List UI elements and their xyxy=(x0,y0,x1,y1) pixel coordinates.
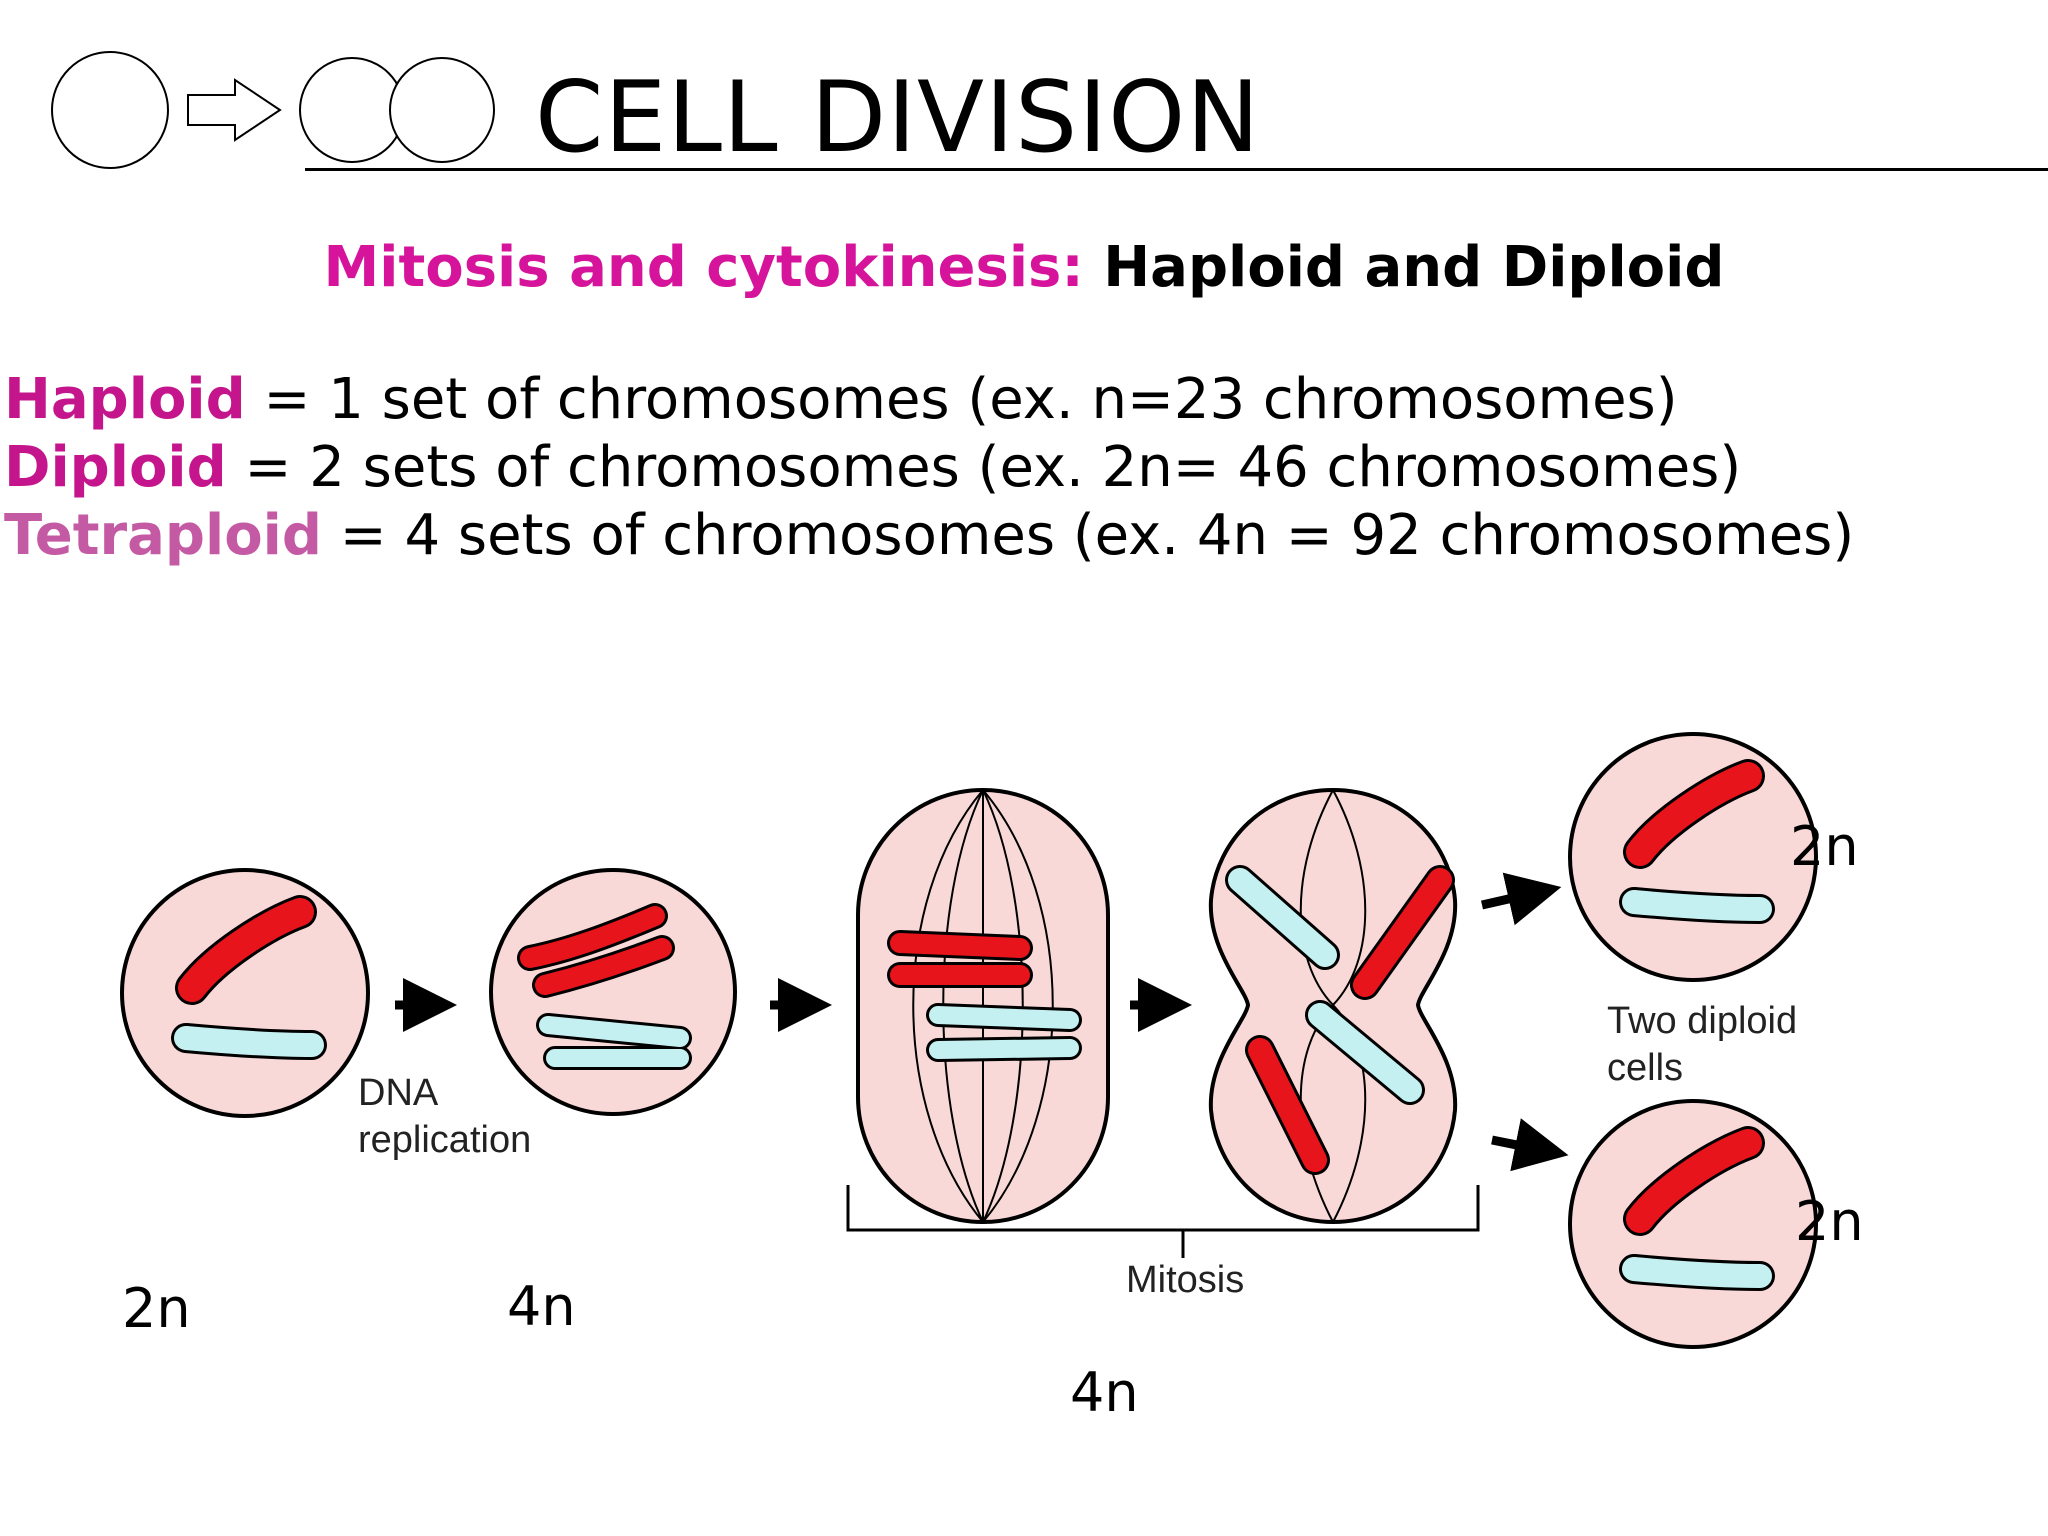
cyan-chromosome-upper xyxy=(1228,868,1337,967)
cyan-chromosome xyxy=(1622,1257,1772,1288)
red-sister-chromatids xyxy=(520,906,665,968)
title-underline xyxy=(305,168,2048,171)
definition-haploid: Haploid = 1 set of chromosomes (ex. n=23… xyxy=(4,366,1854,434)
cell-anaphase xyxy=(1208,787,1458,1225)
logo-cell-icon xyxy=(51,51,169,169)
term-haploid: Haploid xyxy=(4,367,246,432)
cell-2n xyxy=(120,868,370,1118)
definition-tetraploid-text: = 4 sets of chromosomes (ex. 4n = 92 chr… xyxy=(339,503,1855,568)
subtitle-highlight: Mitosis and cytokinesis: xyxy=(323,235,1084,300)
arrow-to-bottom-daughter xyxy=(1491,1118,1569,1172)
ploidy-label-mitosis: 4n xyxy=(1070,1361,1139,1424)
definition-diploid: Diploid = 2 sets of chromosomes (ex. 2n=… xyxy=(4,434,1854,502)
definition-haploid-text: = 1 set of chromosomes (ex. n=23 chromos… xyxy=(263,367,1678,432)
red-chromosome xyxy=(1626,762,1762,866)
subtitle-rest: Haploid and Diploid xyxy=(1103,235,1725,300)
dna-replication-label-line2: replication xyxy=(358,1119,531,1161)
definitions-list: Haploid = 1 set of chromosomes (ex. n=23… xyxy=(4,366,1854,570)
definition-diploid-text: = 2 sets of chromosomes (ex. 2n= 46 chro… xyxy=(244,435,1742,500)
logo-arrow-icon xyxy=(187,78,282,142)
ploidy-label-daughter-bottom: 2n xyxy=(1795,1190,1864,1253)
two-diploid-label-line1: Two diploid xyxy=(1607,1000,1797,1042)
ploidy-label-daughter-top: 2n xyxy=(1790,815,1859,878)
subtitle: Mitosis and cytokinesis: Haploid and Dip… xyxy=(0,234,2048,301)
ploidy-label-cell1: 2n xyxy=(122,1277,191,1340)
red-chromosome-lower xyxy=(1248,1038,1327,1172)
logo-daughter-cell-right-icon xyxy=(389,57,495,163)
cyan-chromosome xyxy=(1622,890,1772,921)
mitosis-diagram: DNA replication Mitosis Two diploid cell… xyxy=(120,732,1818,1349)
slide-title: CELL DIVISION xyxy=(535,61,1261,175)
red-chromosome-metaphase xyxy=(890,933,1030,958)
red-chromosome-upper xyxy=(1353,868,1452,997)
two-diploid-label-line2: cells xyxy=(1607,1047,1683,1089)
definition-tetraploid: Tetraploid = 4 sets of chromosomes (ex. … xyxy=(4,502,1854,570)
dna-replication-label-line1: DNA xyxy=(358,1072,439,1114)
daughter-cell-top xyxy=(1568,732,1818,982)
ploidy-label-cell2: 4n xyxy=(507,1275,576,1338)
cyan-chromosome-metaphase xyxy=(929,1006,1079,1029)
cell-division-logo-icon xyxy=(51,51,495,169)
mitosis-label: Mitosis xyxy=(1126,1259,1244,1301)
mitosis-bracket xyxy=(846,1185,1480,1258)
arrow-to-top-daughter xyxy=(1481,872,1562,926)
term-tetraploid: Tetraploid xyxy=(4,503,322,568)
cell-replicated xyxy=(489,868,737,1116)
daughter-cell-bottom xyxy=(1568,1099,1818,1349)
term-diploid: Diploid xyxy=(4,435,227,500)
red-chromosome xyxy=(1626,1129,1762,1233)
cyan-sister-chromatids xyxy=(539,1016,689,1047)
cyan-chromosome-lower xyxy=(1308,1003,1422,1102)
cell-metaphase xyxy=(856,788,1110,1224)
logo-daughter-cell-left-icon xyxy=(299,57,405,163)
